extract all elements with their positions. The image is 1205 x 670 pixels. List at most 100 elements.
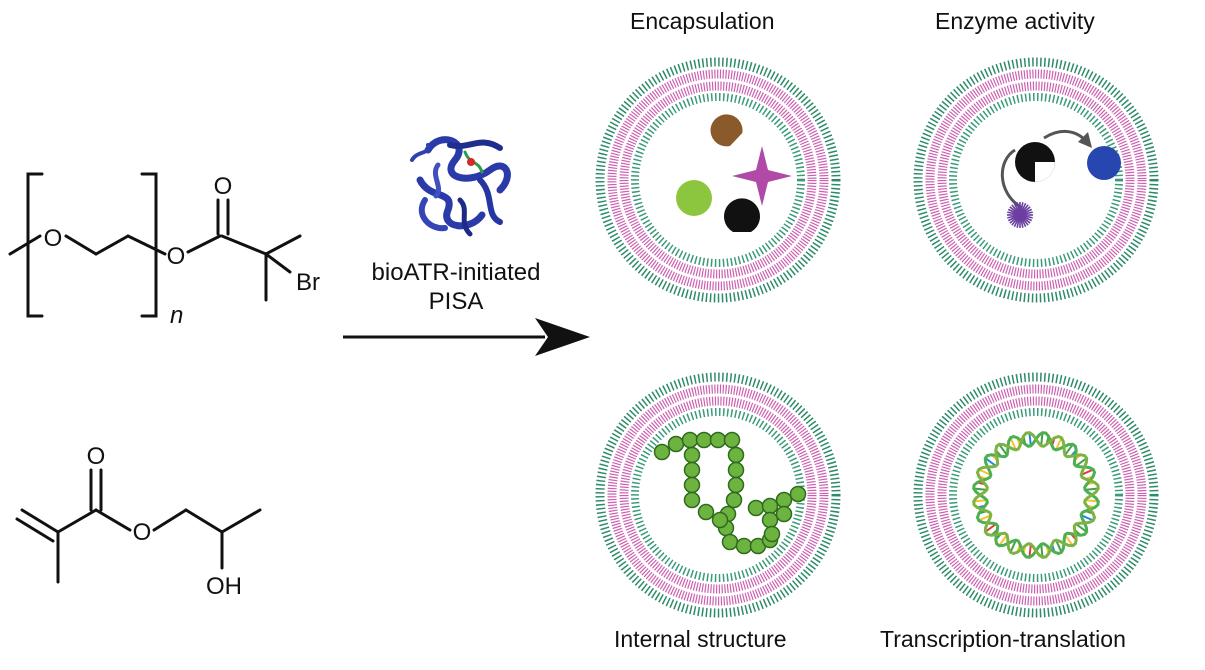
- dna-base-pair: [984, 457, 997, 467]
- bead: [683, 446, 701, 464]
- bond: [126, 234, 167, 256]
- bead: [721, 533, 739, 551]
- repeat-index-label: n: [170, 302, 183, 329]
- bead: [683, 476, 701, 494]
- product-shape: [1087, 146, 1121, 180]
- bead: [697, 503, 715, 521]
- bond: [184, 508, 224, 534]
- dna-base-pair: [1040, 432, 1044, 447]
- substrate-core: [1014, 209, 1026, 221]
- protein-cartoon: [410, 136, 511, 237]
- vinyl-double-bond: [20, 508, 60, 534]
- methyl-bond: [264, 234, 302, 256]
- conversion-arrowhead: [1078, 132, 1092, 148]
- bond: [94, 508, 132, 532]
- bead: [727, 461, 745, 479]
- dna-base-pair: [978, 514, 992, 522]
- heme-center: [467, 158, 475, 166]
- br-bond: [264, 252, 292, 274]
- dna-base-pair: [1028, 543, 1032, 558]
- green-cargo-shape: [676, 180, 712, 216]
- dna-base-pair: [1028, 432, 1032, 447]
- dna-strand: [972, 431, 1100, 559]
- bond: [220, 234, 268, 256]
- dna-base-pair: [1080, 468, 1094, 476]
- dna-base-pair: [1009, 539, 1017, 553]
- dna-base-pair: [1064, 443, 1074, 456]
- reaction-label-line1: bioATR-initiated: [372, 259, 541, 286]
- dna-base-pair: [984, 523, 997, 533]
- dna-ring: [972, 431, 1100, 559]
- encapsulation-label: Encapsulation: [630, 8, 775, 34]
- bond: [94, 234, 130, 256]
- dna-base-pair: [1075, 523, 1088, 533]
- enzyme-notch: [1035, 162, 1055, 182]
- bead: [653, 443, 671, 461]
- carbonyl-oxygen-label: O: [214, 173, 233, 200]
- peg-initiator-structure: [8, 172, 302, 318]
- black-cargo-notch: [733, 232, 751, 250]
- bead: [775, 505, 793, 523]
- dna-base-pair: [1080, 514, 1094, 522]
- bond: [64, 234, 98, 256]
- hpma-monomer-structure: [15, 468, 262, 584]
- ester-oxygen-label: O: [133, 519, 152, 546]
- encapsulation-vesicle: [595, 57, 841, 303]
- bead: [695, 431, 713, 449]
- substrate-shape: [1007, 202, 1033, 228]
- bead: [735, 537, 753, 555]
- transcription-translation-label: Transcription-translation: [880, 626, 1126, 652]
- dna-base-pair: [1084, 499, 1099, 503]
- bead: [667, 435, 685, 453]
- bromine-label: Br: [296, 269, 320, 296]
- bond: [8, 234, 42, 256]
- dna-base-pair: [1009, 437, 1017, 451]
- dna-base-pair: [998, 443, 1008, 456]
- internal-structure-label: Internal structure: [614, 626, 787, 652]
- bead: [763, 525, 781, 543]
- bond: [186, 234, 222, 254]
- bead: [711, 511, 729, 529]
- bead: [683, 461, 701, 479]
- encapsulation-cargo: [676, 114, 792, 250]
- bond: [152, 508, 188, 532]
- bead: [761, 497, 779, 515]
- carbonyl-oxygen-label: O: [87, 443, 106, 470]
- transcription-vesicle: [913, 372, 1159, 618]
- peg-atom-labels: O O O Br n: [44, 173, 320, 329]
- bead: [761, 511, 779, 529]
- conversion-arrow-left: [1000, 148, 1023, 210]
- vesicles: [595, 57, 1159, 618]
- dna-base-pair: [973, 499, 988, 503]
- dna-base-pair: [1064, 534, 1074, 547]
- oxygen-label: O: [44, 225, 63, 252]
- bead: [725, 491, 743, 509]
- bead: [727, 476, 745, 494]
- hydroxyl-label: OH: [206, 573, 242, 600]
- reaction-label-line2: PISA: [429, 288, 484, 315]
- bead: [789, 485, 807, 503]
- dna-base-pair: [978, 468, 992, 476]
- dna-base-pair: [998, 534, 1008, 547]
- conversion-arrow-right: [1043, 130, 1087, 142]
- dna-base-pair: [1055, 437, 1063, 451]
- reaction-arrow: [343, 318, 590, 356]
- left-bracket: [26, 172, 44, 318]
- bead: [723, 431, 741, 449]
- brown-cargo-shape: [710, 114, 743, 147]
- bead: [681, 431, 699, 449]
- bead: [727, 446, 745, 464]
- black-cargo-shape: [724, 198, 760, 232]
- bead: [775, 491, 793, 509]
- dna-base-pair: [1040, 543, 1044, 558]
- enzyme-activity-label: Enzyme activity: [935, 8, 1095, 34]
- bead: [709, 431, 727, 449]
- dna-base-pair: [973, 487, 988, 491]
- bond: [220, 508, 262, 534]
- enzyme-vesicle: [913, 57, 1159, 303]
- bead: [683, 491, 701, 509]
- bead: [747, 499, 765, 517]
- right-bracket: [140, 172, 158, 318]
